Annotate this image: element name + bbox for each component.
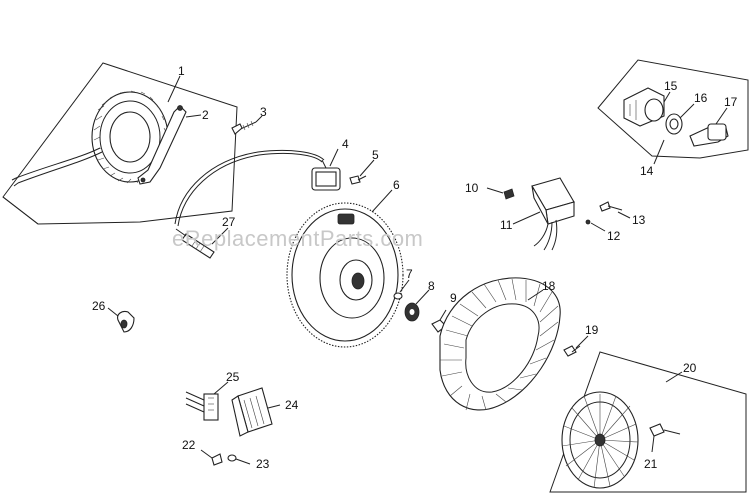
washer-23 — [227, 454, 251, 465]
bolt-3 — [231, 115, 263, 135]
callout-7: 7 — [406, 267, 413, 281]
washer-12 — [585, 219, 606, 232]
callout-23: 23 — [256, 457, 270, 471]
callout-19: 19 — [585, 323, 599, 337]
rectifier-11 — [512, 177, 575, 251]
watermark-text: eReplacementParts.com — [172, 226, 423, 251]
callout-22: 22 — [182, 438, 196, 452]
ignition-key-17 — [689, 123, 729, 147]
ignition-switch-15 — [623, 87, 665, 127]
callout-8: 8 — [428, 279, 435, 293]
nut-16 — [665, 113, 683, 135]
callout-17: 17 — [724, 95, 738, 109]
screw-21 — [649, 423, 681, 453]
key-7 — [393, 279, 410, 300]
callout-10: 10 — [465, 181, 479, 195]
callout-labels: 1 2 3 4 5 6 7 8 9 10 11 12 13 14 15 16 1… — [92, 64, 738, 471]
callout-4: 4 — [342, 137, 349, 151]
connector-25 — [185, 381, 229, 421]
screw-5 — [349, 159, 375, 185]
callout-15: 15 — [664, 79, 678, 93]
callout-3: 3 — [260, 105, 267, 119]
ignition-module — [174, 148, 341, 227]
regulator-24 — [231, 387, 281, 437]
screw-22 — [200, 449, 223, 466]
callout-24: 24 — [285, 398, 299, 412]
callout-2: 2 — [202, 108, 209, 122]
callout-5: 5 — [372, 148, 379, 162]
clip-26 — [107, 307, 135, 333]
callout-1: 1 — [178, 64, 185, 78]
callout-13: 13 — [632, 213, 646, 227]
callout-12: 12 — [607, 229, 621, 243]
callout-18: 18 — [542, 279, 556, 293]
callout-6: 6 — [393, 178, 400, 192]
pad-10 — [486, 187, 515, 200]
washer-8 — [404, 289, 430, 322]
callout-14: 14 — [640, 164, 654, 178]
stator-bracket — [137, 105, 187, 185]
blower-housing — [439, 277, 561, 411]
screw-19 — [563, 335, 589, 357]
callout-26: 26 — [92, 299, 106, 313]
callout-16: 16 — [694, 91, 708, 105]
callout-27: 27 — [222, 215, 236, 229]
screen-panel — [549, 351, 747, 493]
callout-25: 25 — [226, 370, 240, 384]
stator-part-panel — [2, 62, 238, 225]
spark-plug — [175, 227, 229, 259]
screw-13 — [599, 201, 631, 219]
key-switch-panel — [597, 59, 749, 165]
callout-9: 9 — [450, 291, 457, 305]
callout-21: 21 — [644, 457, 658, 471]
flywheel — [286, 189, 404, 348]
callout-20: 20 — [683, 361, 697, 375]
grass-screen-20 — [561, 391, 639, 489]
stator-wire-leads — [11, 147, 103, 187]
callout-11: 11 — [500, 218, 513, 232]
